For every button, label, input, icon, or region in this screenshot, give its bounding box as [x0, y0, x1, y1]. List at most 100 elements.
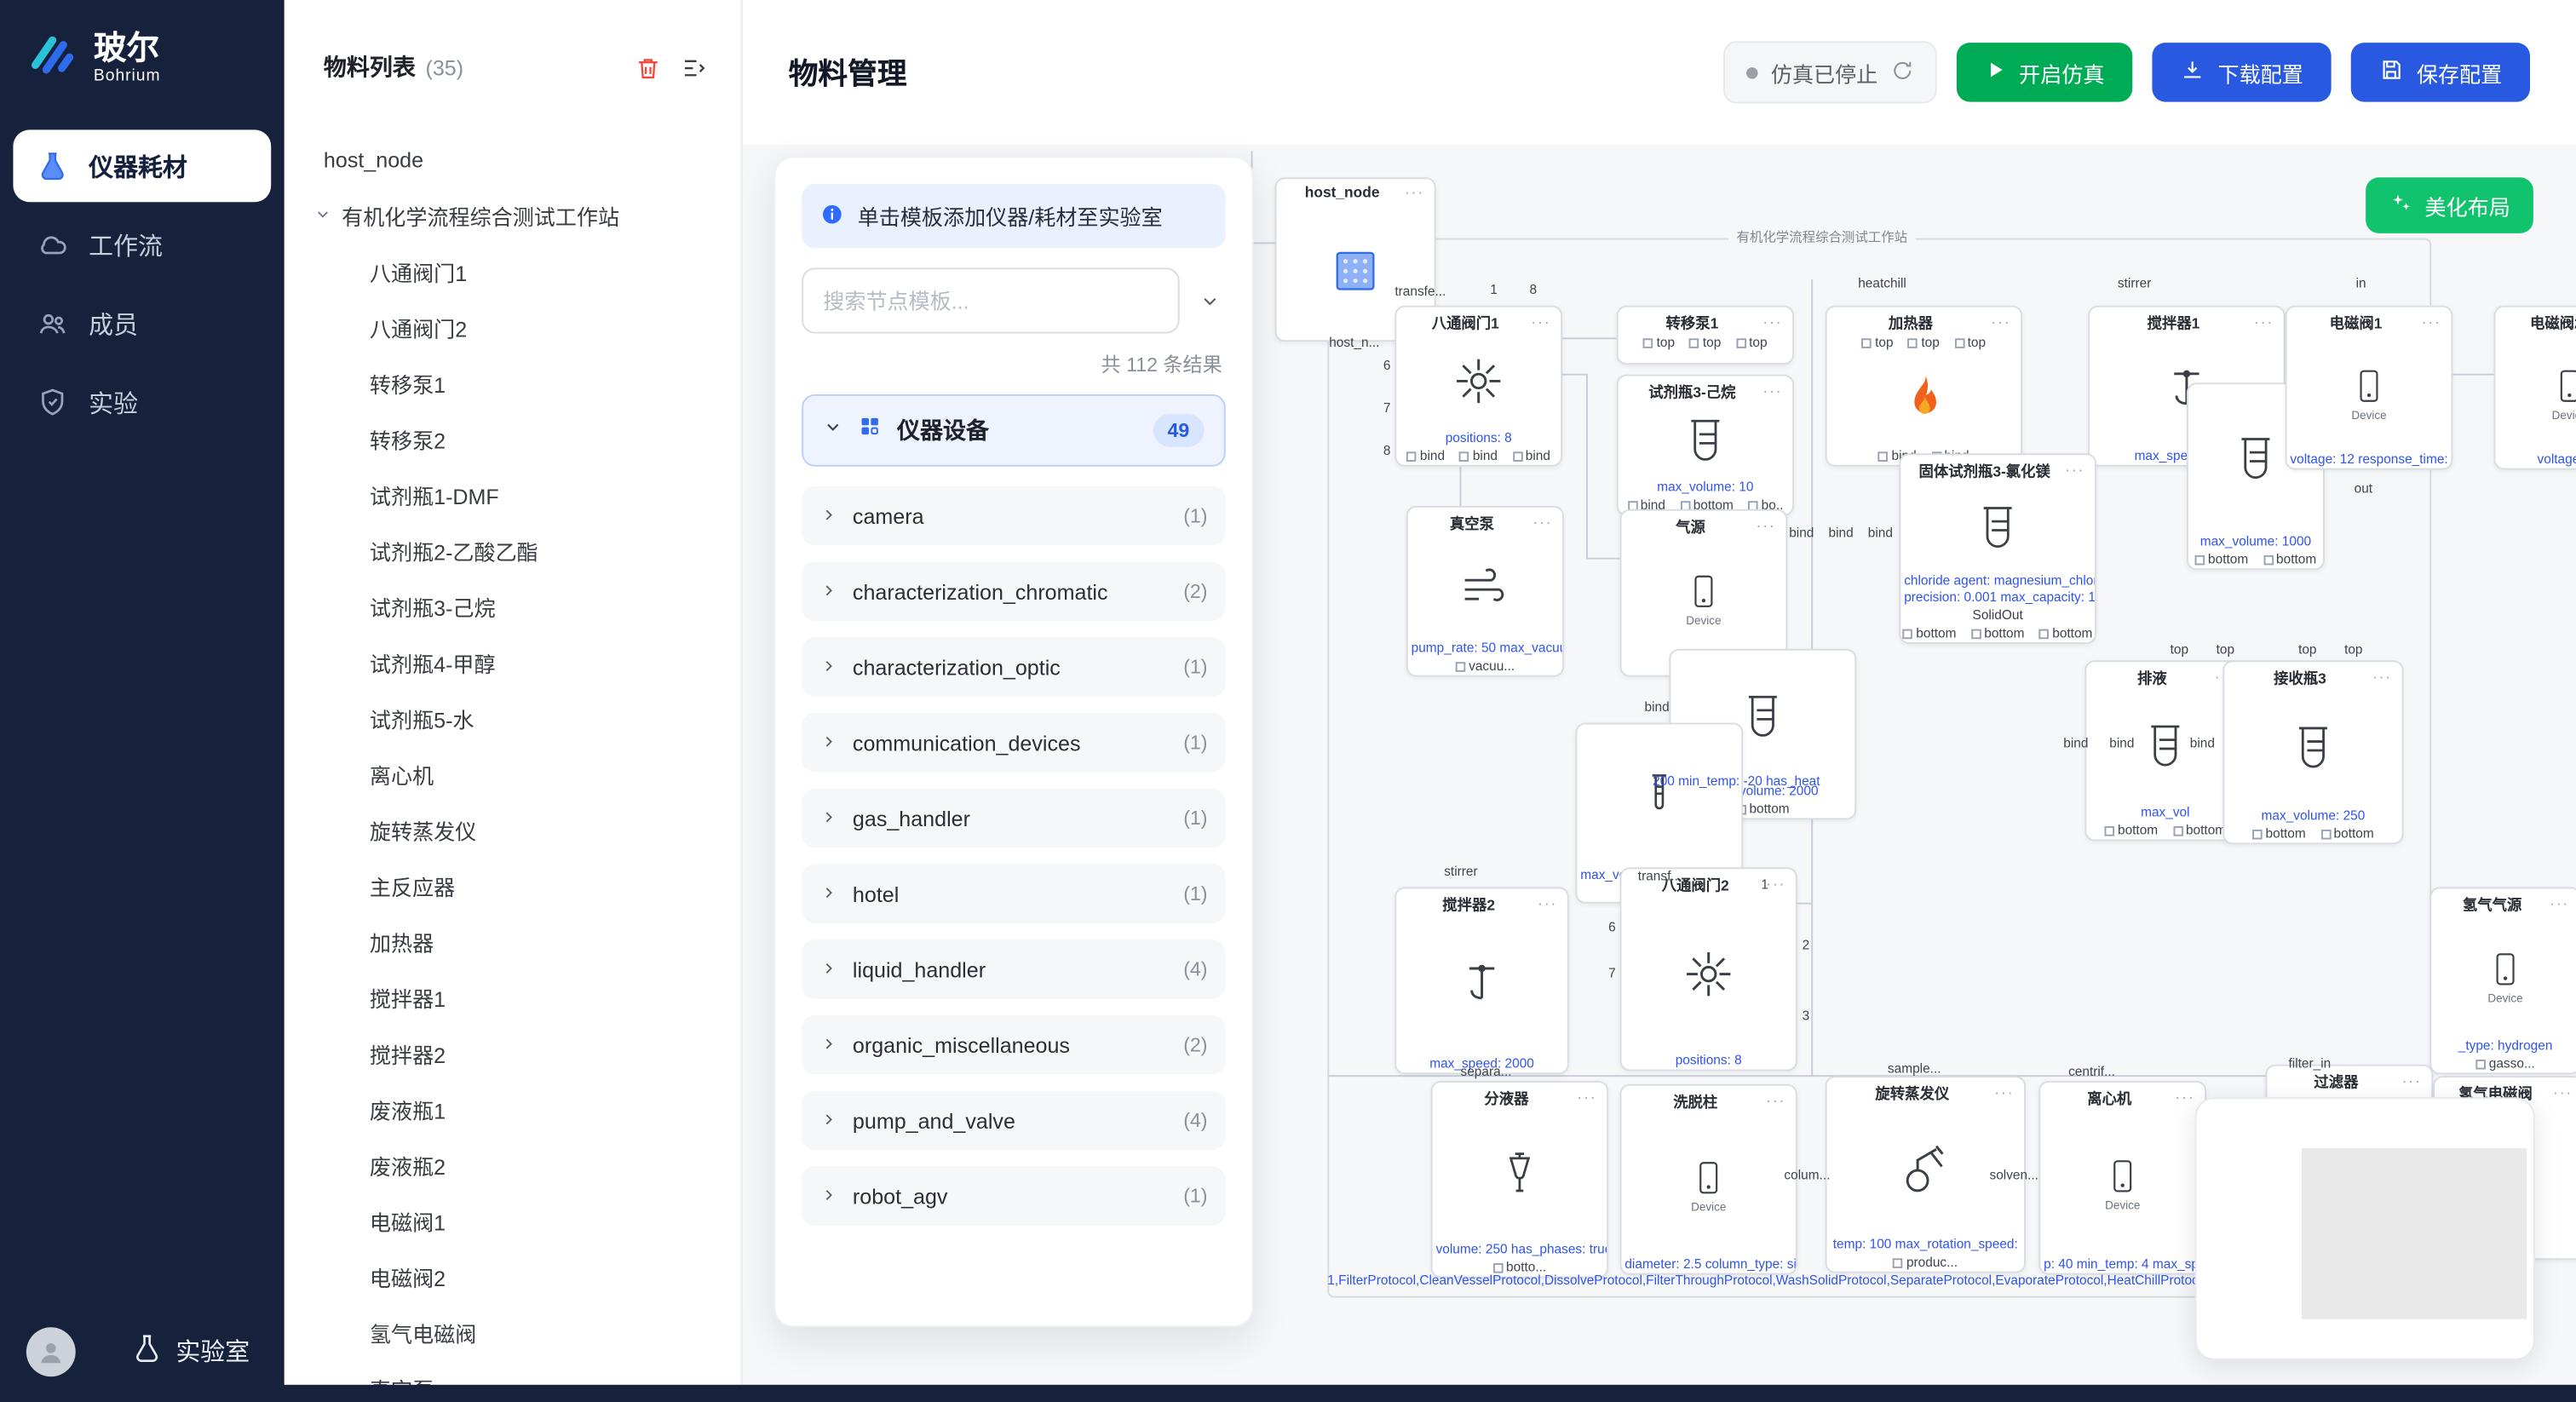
- node-menu-icon[interactable]: ···: [2550, 897, 2569, 911]
- node-menu-icon[interactable]: ···: [1766, 877, 1785, 892]
- tree-item[interactable]: 八通阀门1: [285, 243, 741, 299]
- node-menu-icon[interactable]: ···: [1405, 185, 1424, 199]
- node-menu-icon[interactable]: ···: [2065, 463, 2084, 478]
- sidebar-item-members[interactable]: 成员: [13, 287, 271, 359]
- download-config-button[interactable]: 下载配置: [2152, 43, 2331, 101]
- canvas-node-氢气气源[interactable]: 氢气气源···Device_type: hydrogengasso...: [2429, 887, 2576, 1074]
- canvas-node-搅拌器2[interactable]: 搅拌器2···max_speed: 2000: [1394, 887, 1568, 1074]
- category-list: camera(1) characterization_chromatic(2)ch…: [802, 486, 1226, 1226]
- canvas-node-固体试剂瓶3-氯化镁[interactable]: 固体试剂瓶3-氯化镁···chloride agent: magnesium_c…: [1899, 453, 2096, 644]
- tree-item[interactable]: 加热器: [285, 913, 741, 969]
- node-title: 加热器: [1837, 312, 1985, 333]
- node-menu-icon[interactable]: ···: [1577, 1091, 1596, 1106]
- category-liquid_handler[interactable]: liquid_handler(4): [802, 939, 1226, 998]
- canvas-node-电磁阀2[interactable]: 电磁阀2···Devicevoltage: 12: [2494, 306, 2576, 470]
- tree-item[interactable]: 有机化学流程综合测试工作站: [285, 187, 741, 244]
- canvas-node-转移泵1[interactable]: 转移泵1···toptoptop: [1617, 306, 1794, 365]
- tree-item[interactable]: 转移泵1: [285, 355, 741, 411]
- category-characterization_optic[interactable]: characterization_optic(1): [802, 637, 1226, 696]
- canvas-node-真空泵[interactable]: 真空泵···pump_rate: 50 max_vacuum: 0.1vacuu…: [1406, 506, 1564, 677]
- canvas-port-label: 2: [1803, 938, 1810, 952]
- delete-icon[interactable]: [630, 49, 665, 85]
- tree-view-icon[interactable]: [676, 49, 711, 85]
- node-menu-icon[interactable]: ···: [1766, 1094, 1785, 1108]
- canvas-node-电磁阀1[interactable]: 电磁阀1···Devicevoltage: 12 response_time: …: [2286, 306, 2453, 470]
- canvas-node-八通阀门1[interactable]: 八通阀门1···positions: 8bindbindbind: [1394, 306, 1562, 467]
- sim-status-badge: 仿真已停止: [1723, 41, 1937, 103]
- canvas-node-接收瓶3[interactable]: 接收瓶3···max_volume: 250bottombottom: [2222, 660, 2403, 844]
- sidebar-item-instrument[interactable]: 仪器耗材: [13, 129, 271, 202]
- tree-item[interactable]: 废液瓶2: [285, 1137, 741, 1193]
- category-characterization_chromatic[interactable]: characterization_chromatic(2): [802, 562, 1226, 621]
- refresh-icon[interactable]: [1891, 58, 1914, 86]
- tree-item[interactable]: 试剂瓶5-水: [285, 690, 741, 746]
- node-menu-icon[interactable]: ···: [2422, 315, 2441, 330]
- sidebar-item-lab[interactable]: 实验室: [131, 1332, 250, 1370]
- avatar[interactable]: [26, 1326, 76, 1376]
- node-title: 离心机: [2050, 1088, 2169, 1109]
- node-menu-icon[interactable]: ···: [2402, 1074, 2422, 1089]
- canvas-node-加热器[interactable]: 加热器···toptoptopbindbind: [1826, 306, 2022, 467]
- save-config-button[interactable]: 保存配置: [2351, 43, 2530, 101]
- node-menu-icon[interactable]: ···: [1538, 897, 1557, 911]
- device-icon: Device: [2495, 333, 2576, 451]
- category-organic_miscellaneous[interactable]: organic_miscellaneous(2): [802, 1015, 1226, 1074]
- template-search-input[interactable]: [802, 267, 1180, 333]
- tree-item[interactable]: 旋转蒸发仪: [285, 802, 741, 858]
- collapse-panel-icon[interactable]: [1193, 284, 1226, 318]
- start-sim-button[interactable]: 开启仿真: [1957, 43, 2132, 101]
- section-instrument-devices[interactable]: 仪器设备 49: [802, 394, 1226, 467]
- canvas-node-八通阀门2[interactable]: 八通阀门2···positions: 8: [1620, 867, 1797, 1071]
- tree-item[interactable]: 试剂瓶4-甲醇: [285, 634, 741, 690]
- tree-item[interactable]: 搅拌器2: [285, 1025, 741, 1081]
- minimap[interactable]: [2195, 1097, 2535, 1360]
- tree-item[interactable]: 废液瓶1: [285, 1081, 741, 1137]
- sidebar-item-workflow[interactable]: 工作流: [13, 209, 271, 281]
- info-icon: [819, 201, 844, 231]
- tree-item[interactable]: 八通阀门2: [285, 299, 741, 355]
- category-hotel[interactable]: hotel(1): [802, 864, 1226, 922]
- tree-item[interactable]: 氢气电磁阀: [285, 1304, 741, 1360]
- canvas-node-试剂瓶3-己烷[interactable]: 试剂瓶3-己烷···max_volume: 10bindbottombo..: [1617, 375, 1794, 516]
- tree-item[interactable]: 离心机: [285, 746, 741, 802]
- tree-item[interactable]: 电磁阀1: [285, 1192, 741, 1249]
- device-icon: Device: [1621, 1112, 1795, 1256]
- tree-item[interactable]: 搅拌器1: [285, 969, 741, 1026]
- tree-item[interactable]: 试剂瓶2-乙酸乙酯: [285, 522, 741, 578]
- instrument-icon: [36, 149, 69, 182]
- node-title: 转移泵1: [1628, 312, 1756, 333]
- category-communication_devices[interactable]: communication_devices(1): [802, 713, 1226, 772]
- node-menu-icon[interactable]: ···: [2553, 1086, 2573, 1100]
- node-menu-icon[interactable]: ···: [1757, 519, 1776, 533]
- node-menu-icon[interactable]: ···: [1531, 315, 1550, 330]
- tube-icon: [1577, 724, 1741, 866]
- node-menu-icon[interactable]: ···: [1762, 315, 1782, 330]
- node-menu-icon[interactable]: ···: [1762, 384, 1782, 399]
- canvas-node-分液器[interactable]: 分液器···volume: 250 has_phases: truebotto.…: [1431, 1081, 1608, 1278]
- tree-item[interactable]: 主反应器: [285, 858, 741, 914]
- tree-item[interactable]: 试剂瓶3-己烷: [285, 578, 741, 635]
- node-menu-icon[interactable]: ···: [2254, 315, 2274, 330]
- bohrium-logo-icon: [23, 26, 79, 90]
- node-attr: chloride agent: magnesium_chloride: [1900, 573, 2095, 590]
- tree-item[interactable]: 电磁阀2: [285, 1249, 741, 1305]
- tree-item[interactable]: host_node: [285, 131, 741, 187]
- canvas-node-洗脱柱[interactable]: 洗脱柱···Devicediameter: 2.5 column_type: s…: [1620, 1084, 1797, 1275]
- brand-logo[interactable]: 玻尔 Bohrium: [0, 0, 285, 113]
- category-pump_and_valve[interactable]: pump_and_valve(4): [802, 1091, 1226, 1150]
- sidebar-item-experiment[interactable]: 实验: [13, 366, 271, 439]
- category-gas_handler[interactable]: gas_handler(1): [802, 789, 1226, 848]
- node-menu-icon[interactable]: ···: [1994, 1086, 2014, 1100]
- canvas-node-离心机[interactable]: 离心机···Devicep: 40 min_temp: 4 max_spe: [2038, 1081, 2206, 1275]
- node-menu-icon[interactable]: ···: [2175, 1091, 2194, 1106]
- node-menu-icon[interactable]: ···: [1532, 516, 1552, 531]
- category-robot_agv[interactable]: robot_agv(1): [802, 1166, 1226, 1225]
- node-menu-icon[interactable]: ···: [1991, 315, 2010, 330]
- beautify-layout-button[interactable]: 美化布局: [2366, 177, 2533, 233]
- chevron-down-icon[interactable]: [313, 203, 331, 227]
- node-menu-icon[interactable]: ···: [2372, 670, 2392, 685]
- category-camera[interactable]: camera(1): [802, 486, 1226, 545]
- tree-item[interactable]: 试剂瓶1-DMF: [285, 467, 741, 523]
- tree-item[interactable]: 转移泵2: [285, 411, 741, 467]
- canvas-port-label: top: [2298, 642, 2316, 657]
